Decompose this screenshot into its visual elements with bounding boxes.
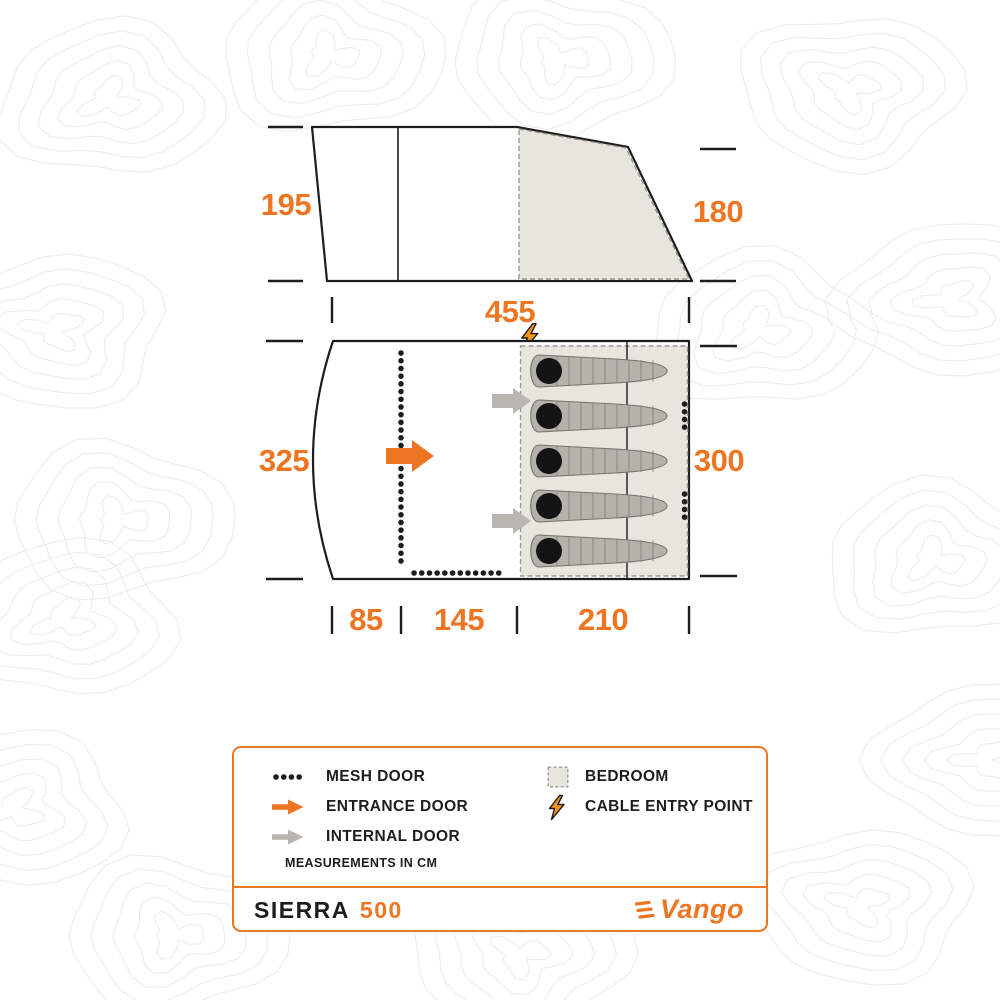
dimension-label-195: 195 — [261, 187, 311, 222]
legend-item-mesh-door: MESH DOOR — [272, 765, 425, 789]
internal-door-arrow-lower — [492, 508, 531, 534]
dimension-label-300: 300 — [694, 443, 744, 478]
dimension-label-85: 85 — [349, 602, 383, 637]
dimension-label-210: 210 — [578, 602, 628, 637]
model-title: SIERRA 500 — [254, 897, 403, 924]
entrance-door-arrow — [386, 440, 434, 472]
legend-item-internal-door: INTERNAL DOOR — [272, 825, 460, 849]
legend-label-mesh-door: MESH DOOR — [326, 768, 426, 785]
dimension-plan-left-height: 325 — [259, 339, 310, 581]
dimension-label-325: 325 — [259, 443, 309, 478]
brand-name: Vango — [659, 894, 744, 924]
entrance-door-icon — [272, 798, 326, 816]
dimension-side-left-height: 195 — [261, 125, 312, 283]
vango-logo-mark — [634, 900, 655, 919]
measurements-note: MEASUREMENTS IN CM — [285, 856, 438, 870]
dimension-plan-right-height: 300 — [694, 344, 745, 578]
legend-box: MESH DOOR ENTRANCE DOOR INTERNAL DOOR BE… — [232, 746, 768, 932]
side-elevation-view — [310, 125, 694, 283]
legend-divider — [234, 886, 766, 888]
internal-door-arrow-upper — [492, 388, 531, 414]
legend-item-cable-entry: CABLE ENTRY POINT — [547, 794, 753, 821]
dimension-total-width: 455 — [330, 294, 691, 329]
dimension-side-right-height: 180 — [693, 147, 744, 283]
dimension-label-180: 180 — [693, 194, 743, 229]
internal-door-icon — [272, 828, 326, 846]
legend-label-internal-door: INTERNAL DOOR — [326, 828, 461, 845]
legend-label-bedroom: BEDROOM — [585, 768, 669, 785]
dimension-label-455: 455 — [485, 294, 535, 329]
dimension-plan-bottom-widths: 85 145 210 — [330, 602, 691, 637]
dimension-label-145: 145 — [434, 602, 484, 637]
legend-label-cable-entry: CABLE ENTRY POINT — [585, 798, 753, 815]
cable-entry-icon — [547, 794, 585, 821]
vango-logo: Vango — [634, 894, 744, 925]
model-name: SIERRA — [254, 897, 350, 923]
side-view-bedroom-area — [518, 128, 691, 280]
legend-item-entrance-door: ENTRANCE DOOR — [272, 795, 468, 819]
mesh-door-icon — [272, 772, 326, 782]
bedroom-icon — [547, 766, 585, 788]
legend-label-entrance-door: ENTRANCE DOOR — [326, 798, 469, 815]
legend-item-bedroom: BEDROOM — [547, 765, 669, 789]
model-number: 500 — [359, 897, 403, 923]
floor-plan-view — [311, 339, 691, 581]
